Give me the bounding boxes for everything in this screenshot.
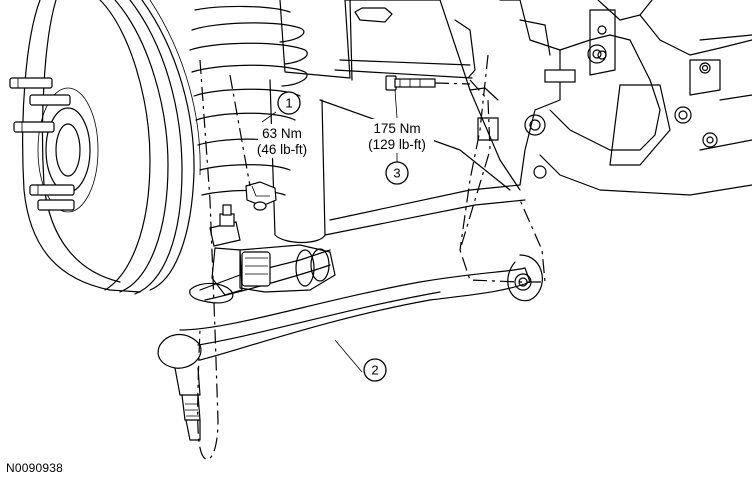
wheel-studs (9, 77, 75, 211)
frame-structure (319, 0, 752, 236)
brake-rotor (22, 0, 201, 295)
torque-spec-1: 63 Nm (46 lb-ft) (257, 124, 310, 158)
callout-2-number: 2 (371, 363, 378, 378)
callout-1-number: 1 (285, 96, 292, 111)
torque-1-metric: 63 Nm (262, 126, 302, 141)
pivot-bolt (385, 75, 471, 91)
ball-joint-nut (229, 74, 277, 211)
callout-2: 2 (363, 358, 387, 382)
leader-line-1 (261, 111, 277, 123)
frame-outline (459, 79, 546, 283)
knuckle-centerline (197, 59, 219, 461)
torque-3-metric: 175 Nm (373, 121, 420, 136)
callout-1: 1 (277, 91, 301, 115)
torque-spec-3: 175 Nm (129 lb-ft) (362, 119, 434, 153)
torque-1-imperial: (46 lb-ft) (257, 142, 307, 157)
shock-absorber (269, 0, 353, 244)
callout-3: 3 (385, 161, 409, 185)
lower-ball-joint (157, 333, 202, 441)
leader-line-3b (394, 89, 398, 119)
lower-control-arm (179, 204, 543, 361)
leader-line-2 (334, 339, 363, 373)
figure-id: N0090938 (6, 461, 63, 475)
torque-3-imperial: (129 lb-ft) (368, 137, 426, 152)
callout-3-number: 3 (393, 166, 400, 181)
